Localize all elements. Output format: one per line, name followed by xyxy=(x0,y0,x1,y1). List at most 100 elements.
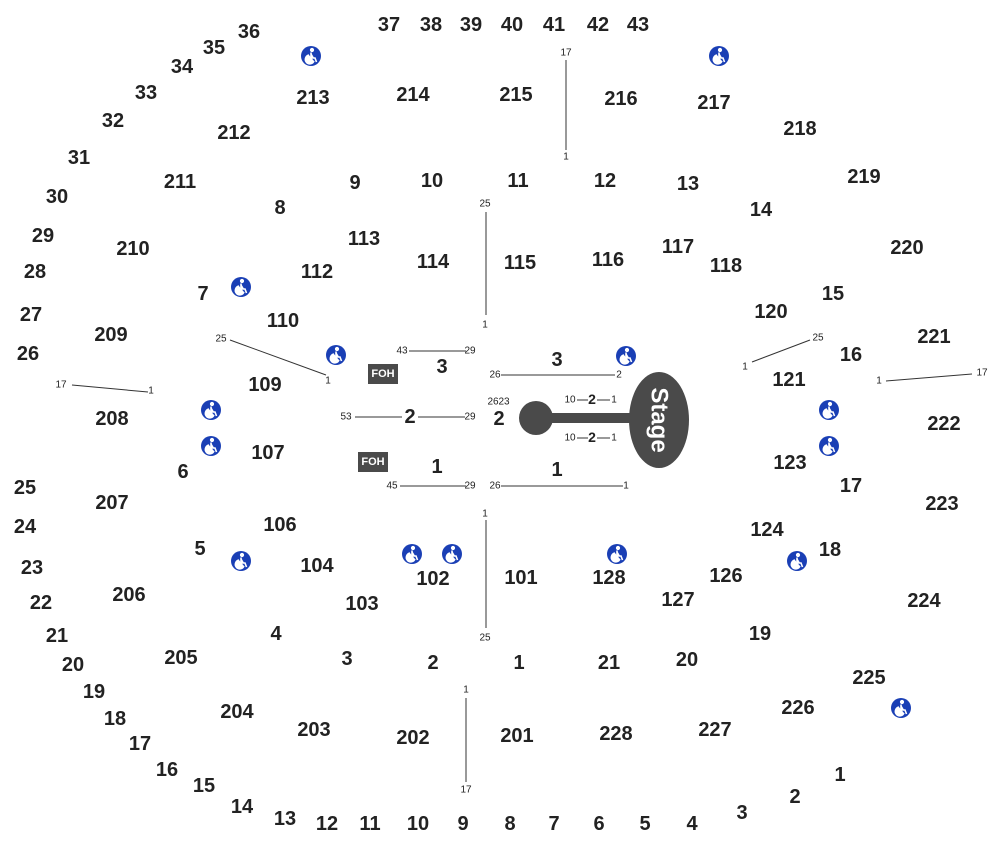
section-label[interactable]: 206 xyxy=(112,584,145,606)
row-number: 1 xyxy=(482,320,488,331)
wheelchair-icon xyxy=(200,435,222,457)
row-label: 4 xyxy=(686,813,698,835)
row-number: 17 xyxy=(460,785,472,796)
section-label[interactable]: 225 xyxy=(852,667,885,689)
section-label[interactable]: 116 xyxy=(592,249,624,271)
row-label: 35 xyxy=(203,37,225,59)
floor-section-label[interactable]: 2 xyxy=(493,408,504,430)
row-label: 10 xyxy=(421,170,443,192)
row-label: 19 xyxy=(749,623,771,645)
section-label[interactable]: 224 xyxy=(907,590,941,612)
section-label[interactable]: 202 xyxy=(396,727,429,749)
section-label[interactable]: 213 xyxy=(296,87,329,109)
section-label[interactable]: 205 xyxy=(164,647,197,669)
row-number: 1 xyxy=(876,376,882,387)
row-label: 6 xyxy=(177,461,188,483)
section-label[interactable]: 227 xyxy=(698,719,731,741)
section-label[interactable]: 218 xyxy=(783,118,816,140)
floor-section-label[interactable]: 1 xyxy=(551,459,562,481)
section-label[interactable]: 216 xyxy=(604,88,637,110)
section-label[interactable]: 209 xyxy=(94,324,127,346)
floor-section-label[interactable]: 2 xyxy=(588,429,596,445)
row-label: 12 xyxy=(316,813,338,835)
section-label[interactable]: 221 xyxy=(917,326,950,348)
row-label: 19 xyxy=(83,681,105,703)
section-label[interactable]: 127 xyxy=(661,589,694,611)
section-label[interactable]: 210 xyxy=(116,238,149,260)
section-label[interactable]: 126 xyxy=(709,565,742,587)
row-label: 33 xyxy=(135,82,157,104)
section-label[interactable]: 106 xyxy=(263,514,296,536)
section-label[interactable]: 121 xyxy=(772,369,805,391)
row-label: 24 xyxy=(14,516,37,538)
foh-label: FOH xyxy=(361,456,384,468)
row-number: 10 xyxy=(564,395,576,406)
section-label[interactable]: 107 xyxy=(251,442,284,464)
section-label[interactable]: 211 xyxy=(164,171,196,193)
floor-section-label[interactable]: 1 xyxy=(431,456,442,478)
wheelchair-icon xyxy=(615,345,637,367)
foh-label: FOH xyxy=(371,368,394,380)
section-label[interactable]: 102 xyxy=(416,568,449,590)
row-label: 23 xyxy=(21,557,43,579)
section-label[interactable]: 128 xyxy=(592,567,625,589)
section-label[interactable]: 203 xyxy=(297,719,330,741)
row-label: 8 xyxy=(504,813,515,835)
row-number: 29 xyxy=(464,412,476,423)
row-label: 1 xyxy=(834,764,845,786)
inner-row-labels: 9 10 11 12 13 14 15 16 17 18 19 20 21 1 … xyxy=(177,170,862,674)
row-label: 21 xyxy=(46,625,68,647)
row-label: 6 xyxy=(593,813,604,835)
section-label[interactable]: 103 xyxy=(345,593,378,615)
row-number: 1 xyxy=(463,685,469,696)
section-label[interactable]: 124 xyxy=(750,519,784,541)
section-label[interactable]: 219 xyxy=(847,166,880,188)
section-label[interactable]: 120 xyxy=(754,301,787,323)
row-number: 25 xyxy=(479,199,491,210)
section-label[interactable]: 207 xyxy=(95,492,128,514)
section-label[interactable]: 113 xyxy=(348,228,380,250)
section-label[interactable]: 208 xyxy=(95,408,128,430)
section-label[interactable]: 228 xyxy=(599,723,632,745)
section-label[interactable]: 101 xyxy=(504,567,537,589)
section-label[interactable]: 222 xyxy=(927,413,960,435)
section-label[interactable]: 215 xyxy=(499,84,532,106)
section-label[interactable]: 109 xyxy=(248,374,281,396)
section-label[interactable]: 201 xyxy=(500,725,533,747)
section-label[interactable]: 214 xyxy=(396,84,430,106)
row-label: 28 xyxy=(24,261,46,283)
section-label[interactable]: 217 xyxy=(697,92,730,114)
row-number: 1 xyxy=(611,395,617,406)
floor-section-label[interactable]: 2 xyxy=(588,391,596,407)
section-label[interactable]: 123 xyxy=(773,452,806,474)
section-label[interactable]: 220 xyxy=(890,237,923,259)
section-label[interactable]: 118 xyxy=(710,255,742,277)
row-label: 3 xyxy=(341,648,352,670)
row-label: 18 xyxy=(104,708,126,730)
row-label: 5 xyxy=(639,813,650,835)
row-number: 25 xyxy=(215,334,227,345)
floor-section-label[interactable]: 3 xyxy=(436,356,447,378)
wheelchair-icon xyxy=(200,399,222,421)
section-label[interactable]: 204 xyxy=(220,701,254,723)
section-label[interactable]: 223 xyxy=(925,493,958,515)
section-label[interactable]: 112 xyxy=(301,261,333,283)
section-label[interactable]: 110 xyxy=(267,310,299,332)
section-label[interactable]: 115 xyxy=(504,252,536,274)
section-label[interactable]: 114 xyxy=(417,251,450,273)
row-label: 27 xyxy=(20,304,42,326)
row-label: 42 xyxy=(587,14,609,36)
section-label[interactable]: 104 xyxy=(300,555,334,577)
section-label[interactable]: 117 xyxy=(662,236,694,258)
row-number: 25 xyxy=(812,333,824,344)
wheelchair-icon xyxy=(325,344,347,366)
row-number: 1 xyxy=(742,362,748,373)
stage[interactable]: Stage xyxy=(519,372,689,468)
floor-section-label[interactable]: 3 xyxy=(551,349,562,371)
section-label[interactable]: 212 xyxy=(217,122,250,144)
row-label: 13 xyxy=(274,808,296,830)
row-label: 11 xyxy=(359,813,380,835)
section-label[interactable]: 226 xyxy=(781,697,814,719)
floor-section-label[interactable]: 2 xyxy=(404,406,415,428)
row-label: 10 xyxy=(407,813,429,835)
